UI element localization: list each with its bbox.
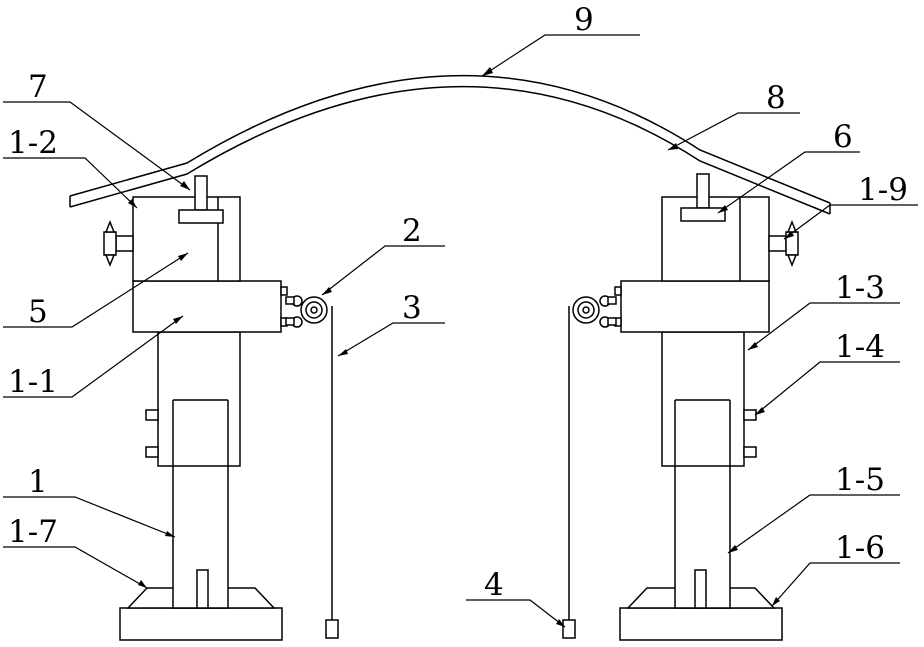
label-1-4: 1-4 [835, 329, 885, 365]
arch-beam [70, 76, 830, 214]
label-9: 9 [574, 2, 594, 38]
right-stand [563, 174, 798, 640]
right-base-plate [620, 608, 782, 640]
left-weight [326, 620, 338, 638]
left-clamp-bolt-a [281, 287, 287, 295]
label-5: 5 [28, 294, 48, 330]
left-clamp-block [133, 281, 281, 332]
right-weight [563, 620, 575, 638]
right-pulley [573, 296, 616, 327]
left-knob-stem [116, 236, 133, 251]
right-t-mount-stem [697, 174, 709, 208]
label-1-6: 1-6 [835, 530, 885, 566]
label-1-1: 1-1 [8, 364, 58, 400]
right-bolt-lower [744, 447, 756, 457]
right-knob-tip-bottom [788, 255, 796, 265]
left-knob-head [104, 232, 116, 255]
right-bolt-upper [744, 410, 756, 420]
label-2: 2 [402, 213, 422, 249]
label-8: 8 [766, 80, 786, 116]
left-stand [104, 176, 338, 640]
label-1-3: 1-3 [835, 270, 885, 306]
left-pulley [286, 296, 327, 327]
label-3: 3 [402, 290, 422, 326]
label-1-5: 1-5 [835, 462, 885, 498]
right-clamp-bolt-a [615, 287, 621, 295]
left-t-mount-stem [195, 176, 207, 210]
label-7: 7 [28, 69, 48, 105]
label-1-7: 1-7 [8, 514, 58, 550]
label-4: 4 [484, 567, 504, 603]
left-bolt-lower [146, 447, 158, 457]
label-1-2: 1-2 [8, 125, 58, 161]
left-t-mount-head [179, 210, 223, 223]
right-clamp-block [621, 281, 769, 332]
label-6: 6 [833, 119, 853, 155]
left-column-slot [197, 570, 208, 608]
left-knob-tip-bottom [106, 255, 114, 265]
right-t-mount-head [681, 208, 725, 221]
left-base-plate [120, 608, 282, 640]
label-1-9: 1-9 [858, 172, 908, 208]
left-bolt-upper [146, 410, 158, 420]
right-column-slot [695, 570, 706, 608]
left-knob-tip-top [106, 222, 114, 232]
right-knob-stem [769, 236, 786, 251]
label-1: 1 [28, 464, 48, 500]
